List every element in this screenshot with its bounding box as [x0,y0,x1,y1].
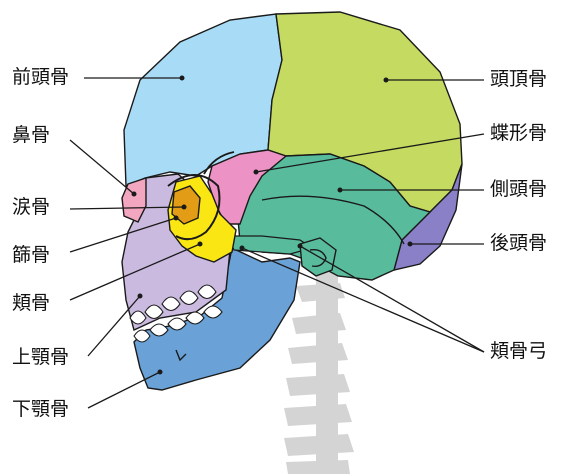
label-ethmoid: 篩骨 [12,246,50,265]
label-frontal: 前頭骨 [12,68,69,87]
label-zygomatic-arch: 頬骨弓 [490,342,547,361]
label-sphenoid: 蝶形骨 [490,124,547,143]
cervical-spine [284,270,354,474]
label-temporal: 側頭骨 [490,180,547,199]
label-maxilla: 上顎骨 [12,348,69,367]
leader-maxilla [88,296,140,356]
label-occipital: 後頭骨 [490,234,547,253]
label-parietal: 頭頂骨 [490,70,547,89]
leader-mandible [88,372,160,408]
label-mandible: 下顎骨 [12,400,69,419]
label-lacrimal: 涙骨 [12,198,50,217]
label-zygomatic: 頬骨 [12,294,50,313]
label-nasal: 鼻骨 [12,126,50,145]
